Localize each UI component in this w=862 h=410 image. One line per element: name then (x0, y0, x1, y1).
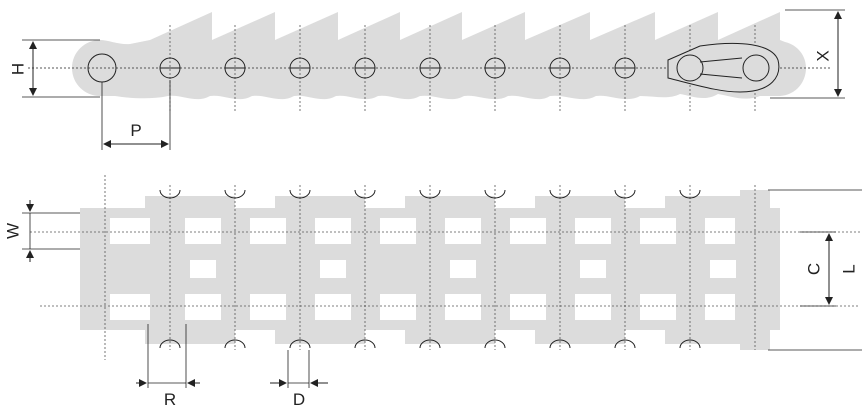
label-r: R (164, 390, 176, 409)
label-d: D (293, 390, 305, 409)
plan-view (30, 175, 860, 360)
label-w: W (3, 223, 22, 239)
label-h: H (8, 63, 27, 75)
label-l: L (839, 264, 858, 273)
dimension-r: R (136, 324, 200, 409)
label-x: X (813, 50, 832, 61)
label-c: C (804, 263, 823, 275)
dimension-h: H (8, 39, 100, 98)
dimension-c: C (800, 231, 836, 307)
dimension-x: X (770, 9, 845, 99)
dimension-d: D (270, 350, 328, 409)
connecting-clip (667, 42, 780, 93)
dimension-l: L (768, 189, 862, 351)
dimension-w: W (3, 200, 80, 262)
side-view (28, 12, 830, 112)
label-p: P (130, 121, 141, 140)
dimension-p: P (101, 80, 171, 150)
